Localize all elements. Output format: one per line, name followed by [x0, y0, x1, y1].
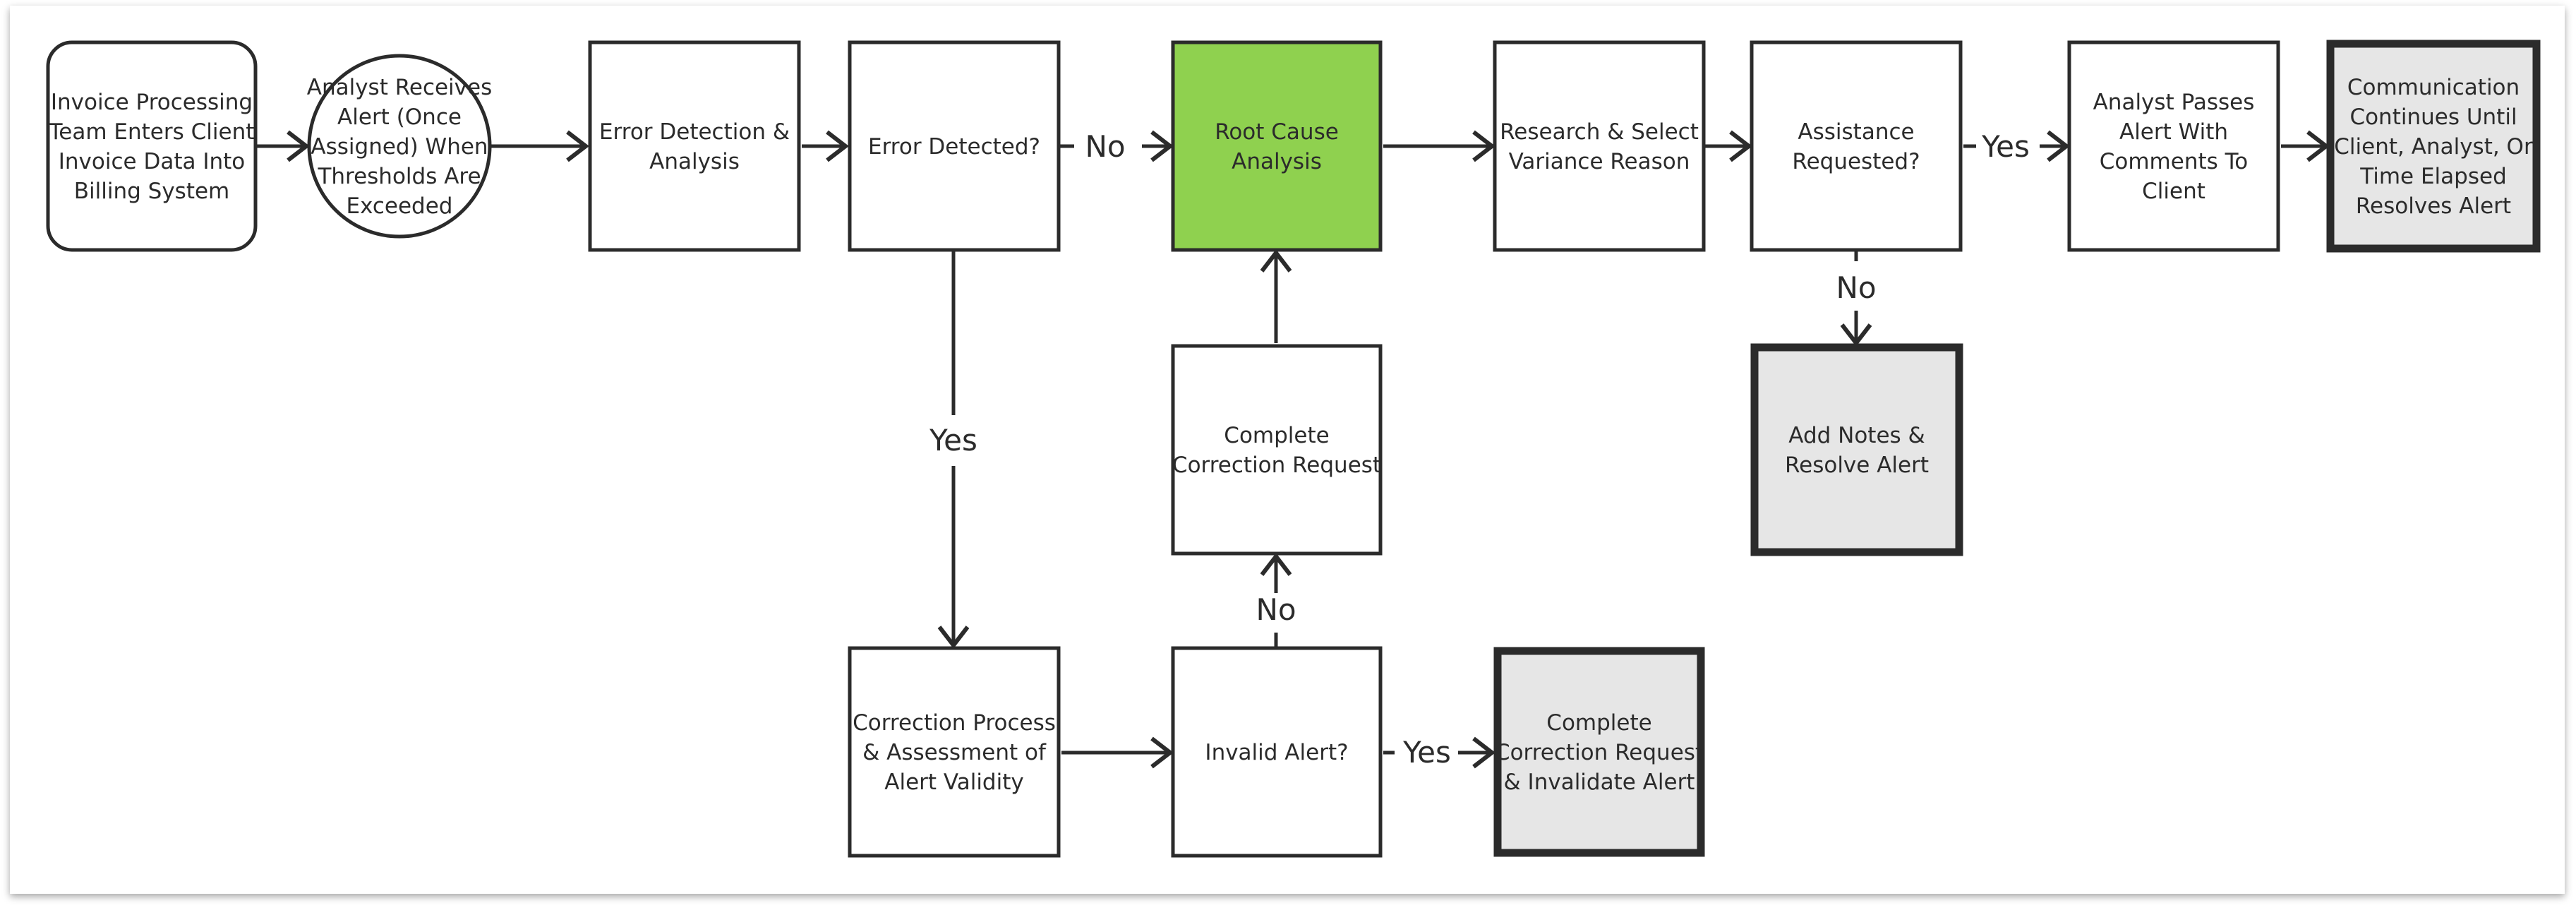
node-label-addnotes-line-1: Add Notes &	[1788, 423, 1925, 448]
arrowhead-start-to-alert	[287, 130, 310, 162]
node-label-assist-q-line-1: Assistance	[1798, 119, 1914, 145]
node-label-passes-line-3: Comments To	[2100, 149, 2249, 174]
node-label-correction-line-3: Alert Validity	[884, 770, 1023, 795]
edge-label-error-no: No	[1085, 129, 1125, 164]
node-label-alert-line-5: Exceeded	[346, 193, 452, 219]
node-label-comm-line-1: Communication	[2347, 75, 2520, 100]
node-label-research-line-2: Variance Reason	[1509, 149, 1690, 174]
node-label-start-line-3: Invoice Data Into	[59, 149, 245, 174]
node-label-comm-line-5: Resolves Alert	[2356, 193, 2511, 219]
nodes	[46, 40, 2541, 858]
node-label-root-line-1: Root Cause	[1215, 119, 1339, 145]
arrowhead-error-to-root	[1150, 130, 1174, 162]
node-label-alert-line-1: Analyst Receives	[307, 75, 493, 100]
node-communication	[2326, 40, 2541, 253]
node-alert	[307, 54, 492, 239]
node-add-notes	[1750, 343, 1963, 556]
node-label-passes-line-4: Client	[2142, 179, 2205, 204]
node-label-comm-line-4: Time Elapsed	[2359, 164, 2507, 189]
node-label-alert-line-3: Assigned) When	[311, 134, 488, 160]
node-label-invalidate-line-2: Correction Request	[1495, 740, 1704, 765]
node-label-correction-line-2: & Assessment of	[862, 740, 1047, 765]
node-label-complete-line-1: Complete	[1224, 423, 1329, 448]
node-label-alert-line-4: Thresholds Are	[317, 164, 481, 189]
node-label-detect-line-1: Error Detection &	[599, 119, 790, 145]
arrowhead-assist-to-passes	[2047, 130, 2070, 162]
arrowhead-assist-to-addnotes	[1840, 323, 1872, 347]
arrowhead-research-to-assist	[1729, 130, 1752, 162]
node-label-invalidate-line-3: & Invalidate Alert	[1504, 770, 1695, 795]
node-label-start-line-2: Team Enters Client	[49, 119, 255, 145]
node-label-error-q-line-1: Error Detected?	[868, 134, 1040, 160]
node-complete-correction	[1171, 344, 1383, 556]
node-label-assist-q-line-2: Requested?	[1792, 149, 1920, 174]
arrowhead-alert-to-detect	[566, 130, 589, 162]
arrowhead-correction-to-invalid	[1150, 736, 1174, 769]
node-label-comm-line-2: Continues Until	[2349, 104, 2517, 130]
node-label-research-line-1: Research & Select	[1500, 119, 1699, 145]
node-label-correction-line-1: Correction Process	[853, 710, 1056, 736]
node-label-comm-line-3: Client, Analyst, Or	[2334, 134, 2533, 160]
node-label-alert-line-2: Alert (Once	[337, 104, 462, 130]
node-assist-decision	[1750, 40, 1963, 252]
arrowhead-invalid-to-invalidate	[1472, 736, 1495, 769]
arrowhead-detect-to-error	[826, 130, 849, 162]
node-label-start-line-4: Billing System	[74, 179, 230, 204]
node-analyst-passes	[2067, 40, 2280, 252]
node-invalid-decision	[1171, 646, 1383, 858]
node-start	[46, 40, 258, 252]
edge-label-invalid-yes: Yes	[1402, 735, 1451, 770]
arrowhead-passes-to-comm	[2306, 130, 2330, 162]
node-label-root-line-2: Analysis	[1232, 149, 1322, 174]
node-error-decision	[848, 40, 1061, 252]
node-label-passes-line-2: Alert With	[2119, 119, 2228, 145]
node-root-cause	[1171, 40, 1383, 252]
node-label-complete-line-2: Correction Request	[1172, 453, 1381, 478]
edge-label-assist-no: No	[1836, 270, 1876, 305]
edge-label-error-yes: Yes	[929, 423, 977, 458]
node-label-addnotes-line-2: Resolve Alert	[1785, 453, 1929, 478]
node-correction-process	[848, 646, 1061, 858]
node-invalidate	[1493, 647, 1705, 857]
node-research	[1493, 40, 1706, 252]
edge-label-assist-yes: Yes	[1981, 129, 2030, 164]
arrowhead-invalid-to-complete	[1260, 553, 1292, 576]
node-detect	[588, 40, 801, 252]
node-label-start-line-1: Invoice Processing	[51, 90, 253, 115]
node-label-invalidate-line-1: Complete	[1546, 710, 1651, 736]
node-label-passes-line-1: Analyst Passes	[2093, 90, 2255, 115]
arrowhead-complete-to-root	[1260, 249, 1292, 273]
arrowhead-root-to-research	[1472, 130, 1495, 162]
node-label-invalid-q-line-1: Invalid Alert?	[1205, 740, 1348, 765]
arrowhead-error-to-correction	[937, 626, 970, 649]
edges	[257, 130, 2330, 769]
edge-label-invalid-no: No	[1256, 592, 1296, 627]
node-label-detect-line-2: Analysis	[649, 149, 740, 174]
edge-labels: No Yes Yes No No Yes	[929, 129, 2030, 770]
